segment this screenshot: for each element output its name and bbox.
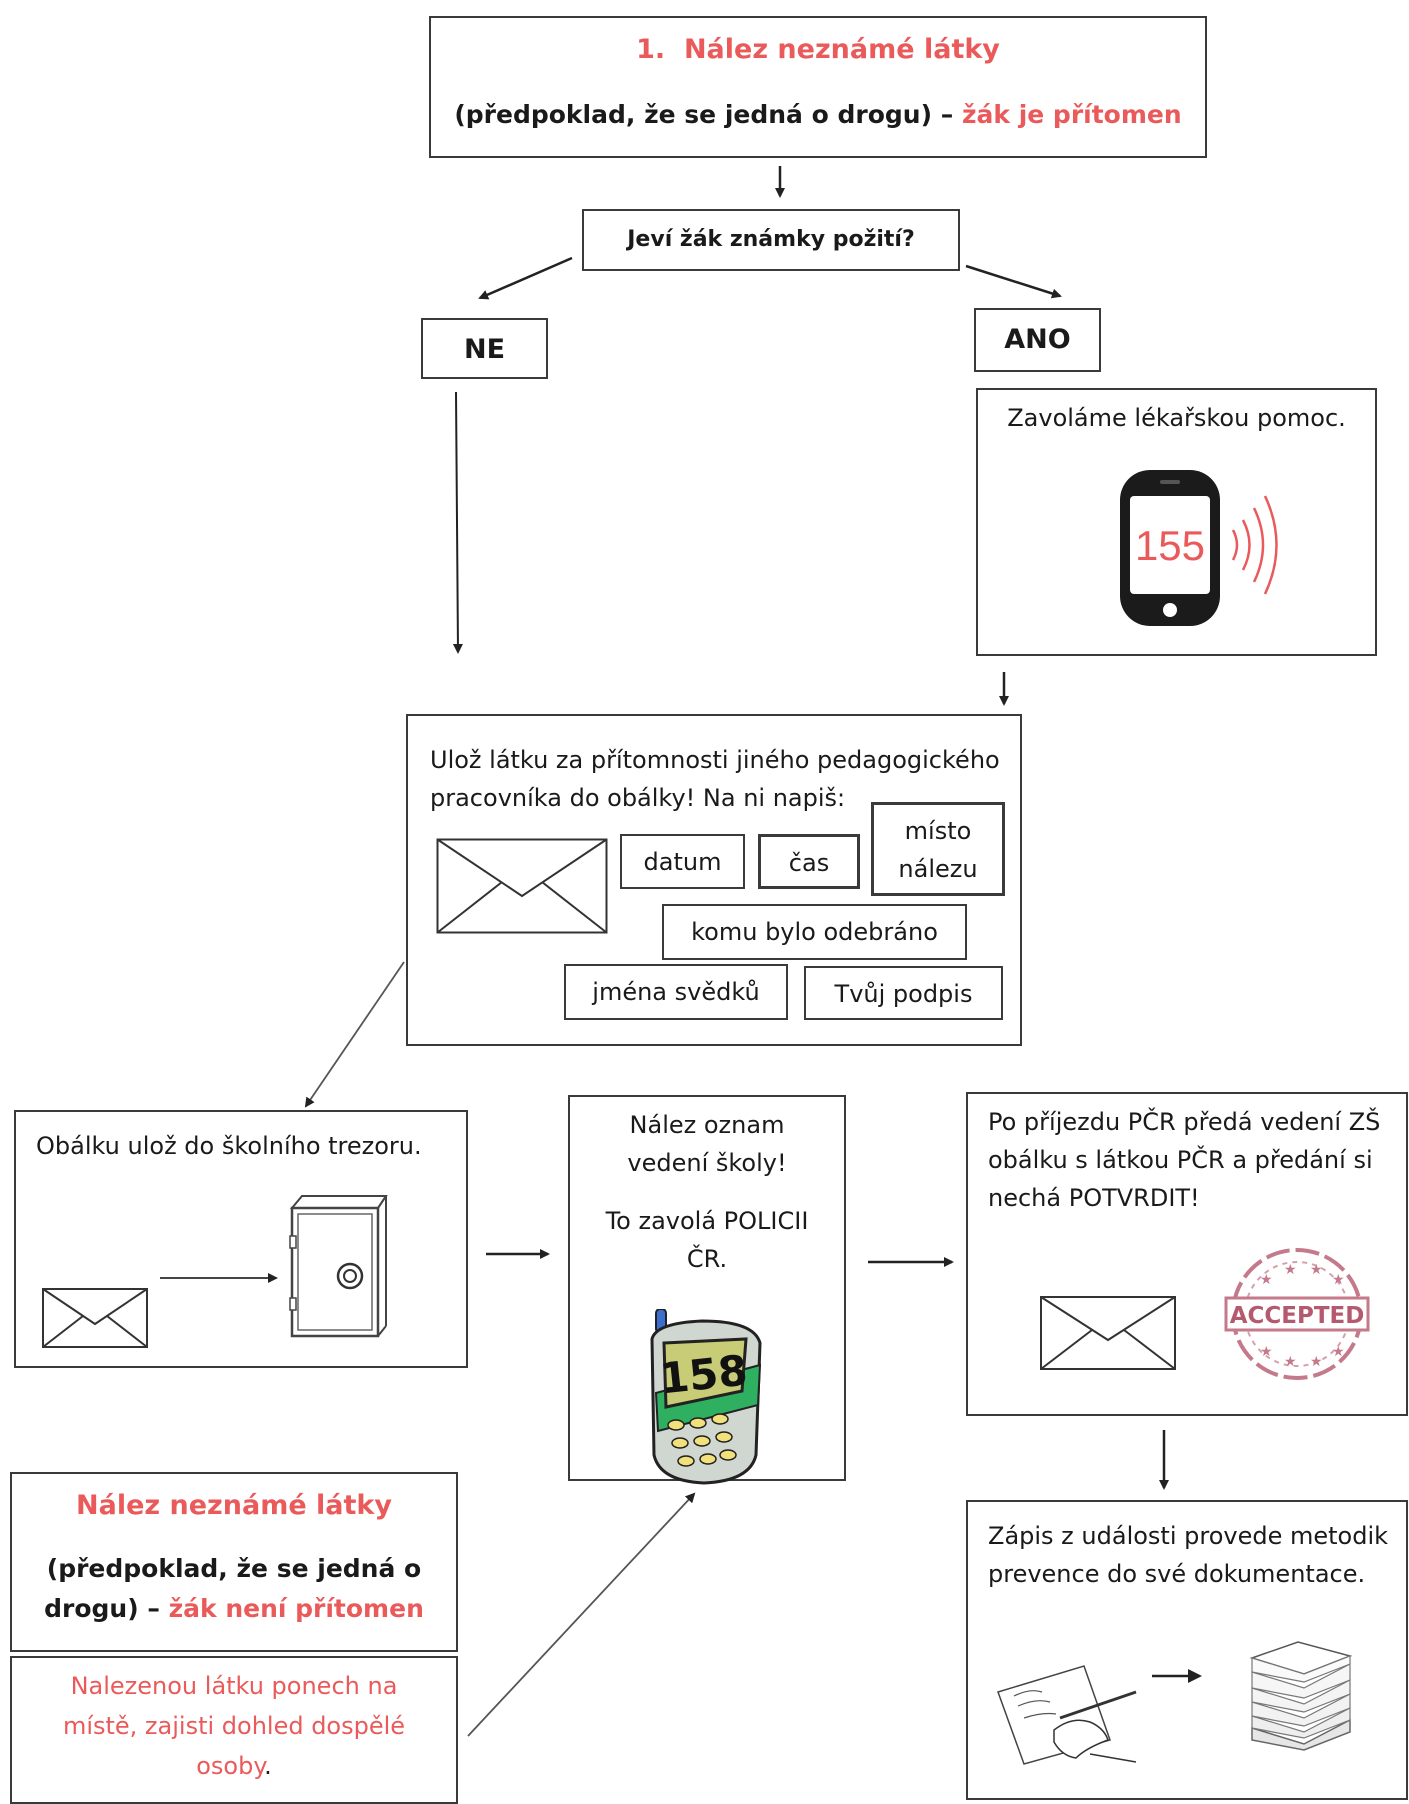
absent-sub-1: (předpoklad, že se jedná o bbox=[46, 1554, 422, 1583]
label-cas: čas bbox=[758, 834, 860, 889]
envelope-line-2: pracovníka do obálky! Na ni napiš: bbox=[430, 784, 846, 812]
question-box: Jeví žák známky požití? bbox=[582, 209, 960, 271]
branch-no-box: NE bbox=[421, 318, 548, 379]
label-podpis: Tvůj podpis bbox=[804, 966, 1003, 1020]
question-text: Jeví žák známky požití? bbox=[627, 227, 915, 252]
absent-box: Nález neznámé látky (předpoklad, že se j… bbox=[10, 1472, 458, 1652]
label-svedci-text: jména svědků bbox=[592, 978, 760, 1006]
accepted-stamp-icon: ACCEPTED ★ ★ ★ ★ ★ ★ ★ ★ bbox=[1224, 1248, 1370, 1380]
leave-line-3: osoby. bbox=[12, 1752, 456, 1780]
label-svedci: jména svědků bbox=[564, 964, 788, 1020]
top-box: 1. Nález neznámé látky (předpoklad, že s… bbox=[429, 16, 1207, 158]
top-title: 1. Nález neznámé látky bbox=[431, 34, 1205, 65]
svg-text:★: ★ bbox=[1332, 1272, 1345, 1288]
label-podpis-text: Tvůj podpis bbox=[834, 980, 973, 1008]
top-subtitle-red: žák je přítomen bbox=[961, 100, 1182, 129]
svg-text:★: ★ bbox=[1310, 1354, 1323, 1370]
top-subtitle: (předpoklad, že se jedná o drogu) – žák … bbox=[431, 100, 1205, 129]
top-subtitle-black: (předpoklad, že se jedná o drogu) – bbox=[454, 100, 954, 129]
arrow-envelope-to-safe bbox=[304, 961, 405, 1108]
stamp-text: ACCEPTED bbox=[1230, 1303, 1365, 1329]
label-datum: datum bbox=[620, 834, 745, 889]
envelope-icon bbox=[436, 838, 608, 934]
label-cas-text: čas bbox=[788, 849, 830, 877]
absent-sub-2-red: žák není přítomen bbox=[168, 1594, 424, 1623]
envelope-line-1: Ulož látku za přítomnosti jiného pedagog… bbox=[430, 746, 1000, 774]
svg-text:★: ★ bbox=[1332, 1344, 1345, 1360]
medical-box: Zavoláme lékařskou pomoc. 155 bbox=[976, 388, 1377, 656]
safe-icon bbox=[289, 1195, 388, 1338]
leave-line-2: místě, zajisti dohled dospělé bbox=[62, 1712, 406, 1740]
police-phone-icon: 158 bbox=[650, 1309, 762, 1485]
arrow-no-down bbox=[452, 391, 463, 654]
safe-box: Obálku ulož do školního trezoru. bbox=[14, 1110, 468, 1368]
envelope-box: Ulož látku za přítomnosti jiného pedagog… bbox=[406, 714, 1022, 1046]
police-line-2: obálku s látkou PČR a předání si bbox=[988, 1146, 1373, 1174]
branch-yes-box: ANO bbox=[974, 308, 1101, 372]
police-line-1: Po příjezdu PČR předá vedení ZŠ bbox=[988, 1108, 1381, 1136]
envelope-icon bbox=[1040, 1296, 1176, 1370]
mobile-phone-icon: 155 bbox=[1120, 470, 1278, 626]
record-line-2: prevence do své dokumentace. bbox=[988, 1560, 1366, 1588]
arrow-leave-to-school bbox=[467, 1492, 696, 1737]
label-komu-text: komu bylo odebráno bbox=[691, 918, 938, 946]
label-misto: místo nálezu bbox=[871, 802, 1005, 896]
medical-phone-number: 155 bbox=[1135, 522, 1205, 569]
school-box: Nález oznam vedení školy! To zavolá POLI… bbox=[568, 1095, 846, 1485]
absent-sub-2-black: drogu) – bbox=[44, 1594, 160, 1623]
police-box: Po příjezdu PČR předá vedení ZŠ obálku s… bbox=[966, 1092, 1408, 1416]
top-title-text: Nález neznámé látky bbox=[683, 34, 1000, 65]
leave-line-1: Nalezenou látku ponech na bbox=[70, 1672, 398, 1700]
leave-box: Nalezenou látku ponech na místě, zajisti… bbox=[10, 1656, 458, 1804]
branch-no-label: NE bbox=[463, 334, 506, 365]
record-box: Zápis z události provede metodik prevenc… bbox=[966, 1500, 1408, 1800]
arrow-icon bbox=[1152, 1669, 1202, 1683]
school-line-3: To zavolá POLICII bbox=[605, 1207, 809, 1235]
absent-sub-2: drogu) – žák není přítomen bbox=[12, 1594, 456, 1623]
paper-stack-icon bbox=[1249, 1641, 1353, 1751]
envelope-icon bbox=[42, 1288, 148, 1348]
school-line-2: vedení školy! bbox=[627, 1149, 787, 1177]
record-line-1: Zápis z události provede metodik bbox=[988, 1522, 1389, 1550]
school-line-1: Nález oznam bbox=[629, 1111, 785, 1139]
svg-text:★: ★ bbox=[1284, 1354, 1297, 1370]
arrow-question-to-no bbox=[478, 256, 573, 300]
school-line-4: ČR. bbox=[686, 1245, 728, 1273]
police-line-3: nechá POTVRDIT! bbox=[988, 1184, 1200, 1212]
leave-line-3-red: osoby bbox=[196, 1752, 265, 1780]
writing-hand-icon bbox=[997, 1665, 1137, 1765]
label-misto-line-1: místo bbox=[904, 817, 972, 845]
arrow-question-to-yes bbox=[965, 264, 1062, 299]
svg-text:★: ★ bbox=[1284, 1262, 1297, 1278]
label-komu: komu bylo odebráno bbox=[662, 904, 967, 960]
leave-line-3-period: . bbox=[264, 1752, 272, 1780]
branch-yes-label: ANO bbox=[1004, 324, 1071, 355]
medical-text: Zavoláme lékařskou pomoc. bbox=[1007, 404, 1346, 432]
svg-text:★: ★ bbox=[1260, 1272, 1273, 1288]
svg-text:★: ★ bbox=[1310, 1262, 1323, 1278]
top-number: 1. bbox=[636, 34, 666, 65]
safe-text: Obálku ulož do školního trezoru. bbox=[36, 1132, 422, 1160]
svg-text:★: ★ bbox=[1260, 1344, 1273, 1360]
absent-title: Nález neznámé látky bbox=[76, 1490, 392, 1521]
label-datum-text: datum bbox=[643, 848, 722, 876]
label-misto-line-2: nálezu bbox=[898, 855, 978, 883]
school-phone-number: 158 bbox=[657, 1346, 749, 1404]
